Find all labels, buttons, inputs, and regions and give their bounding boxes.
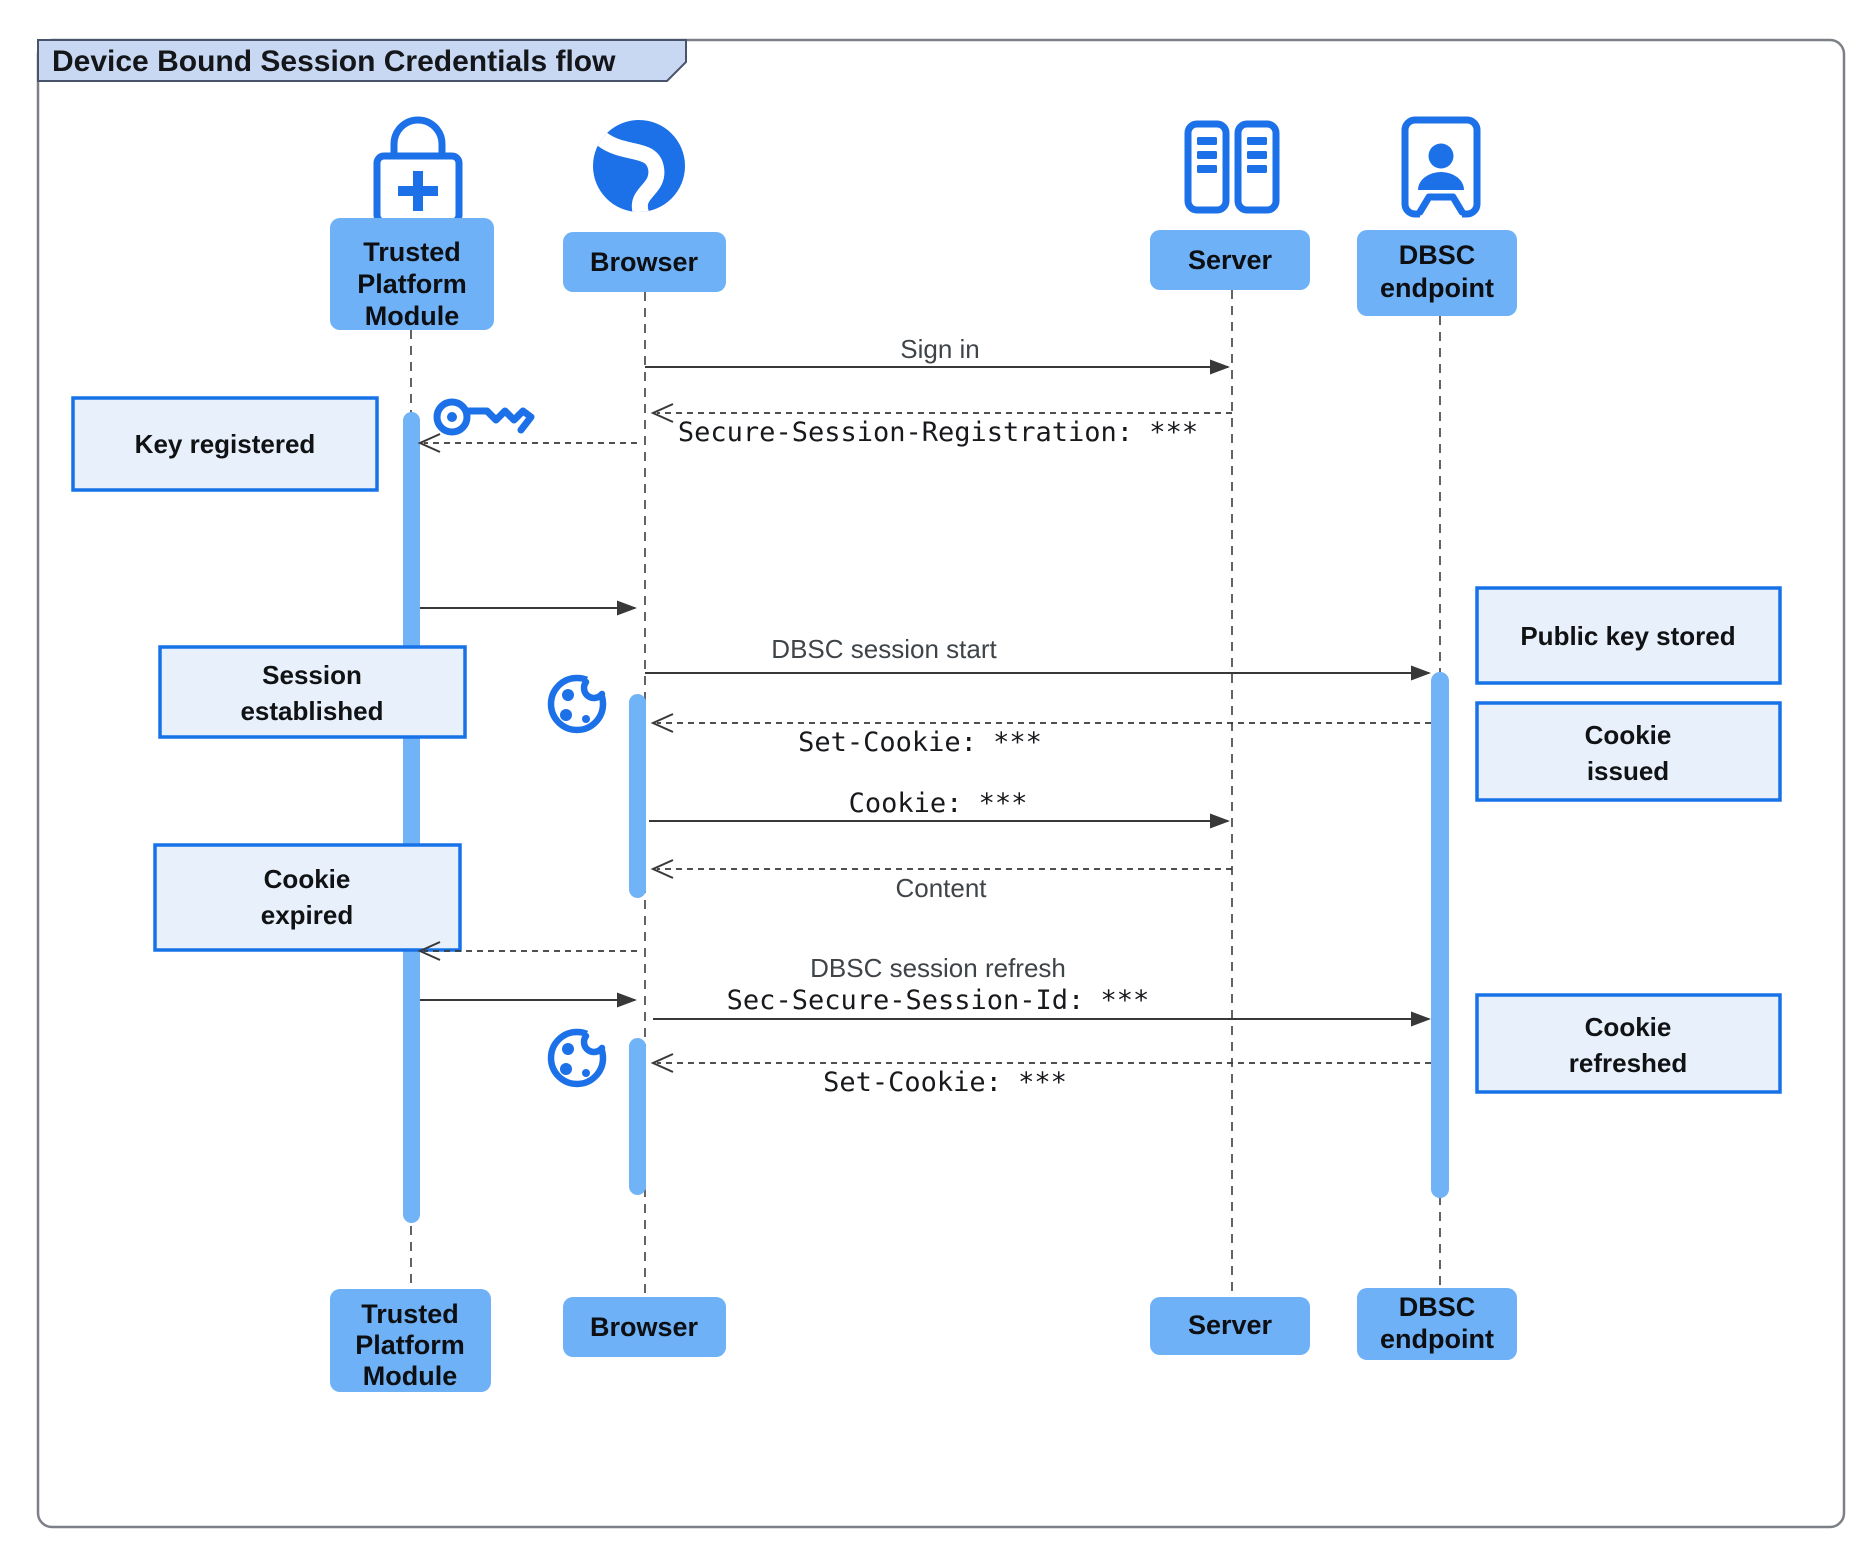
message-dbsc-session-start: DBSC session start (645, 634, 1431, 681)
message-content: Content (650, 859, 1232, 903)
server-racks-icon (1184, 120, 1280, 214)
message-label: Sec-Secure-Session-Id: *** (727, 985, 1150, 1016)
actor-top-server: Server (1150, 120, 1310, 290)
message-label: Cookie: *** (849, 788, 1028, 819)
message-dbsc-session-refresh: DBSC session refresh Sec-Secure-Session-… (653, 953, 1431, 1027)
message-secure-session-registration: Secure-Session-Registration: *** (650, 403, 1232, 448)
message-label: Content (895, 873, 987, 903)
actor-box-server (1150, 230, 1310, 290)
arrowhead (650, 1053, 674, 1073)
note-label: expired (261, 900, 354, 930)
note-label: Cookie (264, 864, 351, 894)
message-label: DBSC session start (771, 634, 997, 664)
lock-plus-icon (373, 116, 463, 226)
actor-bottom-tpm: Trusted Platform Module (330, 1289, 491, 1392)
actor-box-browser-bottom (563, 1297, 726, 1357)
arrowhead (1210, 359, 1230, 375)
note-label: Session (262, 660, 362, 690)
actor-label-browser: Browser (590, 247, 699, 277)
note-cookie-issued: Cookie issued (1475, 701, 1782, 802)
message-label: DBSC session refresh (810, 953, 1066, 983)
message-key-ready (420, 600, 637, 616)
actor-box-tpm (330, 218, 494, 330)
note-public-key-stored: Public key stored (1475, 586, 1782, 685)
message-set-cookie-1: Set-Cookie: *** (650, 713, 1431, 758)
note-cookie-expired: Cookie expired (153, 843, 462, 952)
actor-label-tpm-2: Platform (357, 269, 467, 299)
actor-box-dbsc (1357, 230, 1517, 316)
note-session-established: Session established (158, 645, 467, 739)
actor-label: Trusted (361, 1299, 459, 1329)
actor-label: Module (363, 1361, 458, 1391)
note-label: issued (1587, 756, 1669, 786)
globe-icon (593, 120, 685, 212)
actor-label: Browser (590, 1312, 699, 1342)
actor-top-dbsc: DBSC endpoint (1357, 116, 1517, 316)
message-cookie: Cookie: *** (649, 788, 1230, 829)
actor-label-tpm-1: Trusted (363, 237, 461, 267)
message-label: Set-Cookie: *** (823, 1067, 1067, 1098)
arrowhead (650, 859, 674, 879)
note-cookie-refreshed: Cookie refreshed (1475, 993, 1782, 1094)
arrowhead (1210, 813, 1230, 829)
cookie-icon-2 (547, 1025, 612, 1088)
note-label: Cookie (1585, 720, 1672, 750)
arrowhead (1411, 1011, 1431, 1027)
message-set-cookie-2: Set-Cookie: *** (650, 1053, 1431, 1098)
arrowhead (650, 713, 674, 733)
diagram-title: Device Bound Session Credentials flow (52, 45, 616, 78)
actor-label-server: Server (1188, 245, 1273, 275)
actor-label: DBSC (1399, 1292, 1476, 1322)
note-key-registered: Key registered (71, 396, 379, 492)
actor-top-browser: Browser (563, 120, 726, 292)
actor-label-tpm-3: Module (365, 301, 460, 331)
actor-bottom-server: Server (1150, 1297, 1310, 1355)
activation-browser-2 (629, 1038, 646, 1195)
actor-label: endpoint (1380, 1324, 1494, 1354)
note-label: refreshed (1569, 1048, 1688, 1078)
title-tab-shape (37, 39, 687, 82)
arrowhead (417, 941, 441, 961)
arrowhead (617, 992, 637, 1008)
activation-browser-1 (629, 694, 646, 898)
actor-box-tpm-bottom (330, 1289, 491, 1392)
message-label: Sign in (900, 334, 980, 364)
diagram-title-tab: Device Bound Session Credentials flow (37, 39, 687, 82)
note-label: Key registered (135, 429, 316, 459)
message-refresh-key-ready (420, 992, 637, 1008)
message-label: Set-Cookie: *** (798, 727, 1042, 758)
key-icon (433, 398, 535, 436)
note-label: Public key stored (1520, 621, 1735, 651)
message-register-key (417, 433, 637, 453)
arrowhead (617, 600, 637, 616)
arrowhead (650, 403, 674, 423)
arrowhead (417, 433, 441, 453)
note-label: Cookie (1585, 1012, 1672, 1042)
activation-dbsc-endpoint (1431, 672, 1449, 1198)
actor-label: Platform (355, 1330, 465, 1360)
activation-tpm (403, 412, 420, 1223)
actor-bottom-browser: Browser (563, 1297, 726, 1357)
actor-label-dbsc-1: DBSC (1399, 240, 1476, 270)
arrowhead (1411, 665, 1431, 681)
actor-box-dbsc-bottom (1357, 1288, 1517, 1360)
message-sign-in: Sign in (645, 334, 1230, 375)
actor-box-server-bottom (1150, 1297, 1310, 1355)
actor-label-dbsc-2: endpoint (1380, 273, 1494, 303)
message-refresh-key-request (417, 941, 637, 961)
actor-box-browser (563, 232, 726, 292)
actor-label: Server (1188, 1310, 1273, 1340)
actor-top-tpm: Trusted Platform Module (330, 116, 494, 331)
actor-bottom-dbsc: DBSC endpoint (1357, 1288, 1517, 1360)
cookie-icon-1 (547, 671, 612, 734)
vault-person-icon (1401, 116, 1481, 218)
note-label: established (240, 696, 383, 726)
message-label: Secure-Session-Registration: *** (678, 417, 1198, 448)
